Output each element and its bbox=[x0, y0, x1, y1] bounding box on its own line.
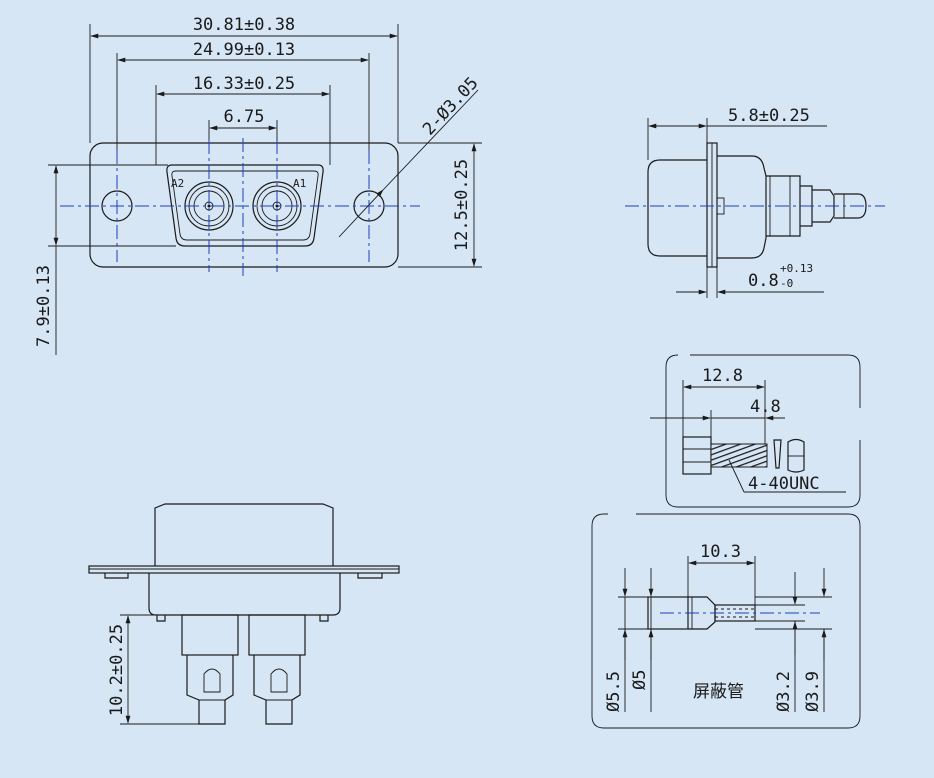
dim-holes: 2-Ø3.05 bbox=[419, 73, 482, 139]
pin-right bbox=[253, 655, 301, 725]
front-shell-side bbox=[647, 159, 707, 257]
dim-shell-width: 16.33±0.25 bbox=[193, 74, 295, 94]
front-view: A2 A1 30.81±0.38 24.99±0.13 16.33±0.25 6… bbox=[34, 15, 483, 355]
pin-left bbox=[186, 655, 234, 725]
dim-flange-thickness: 0.8 bbox=[748, 271, 779, 291]
side-view: 5.8±0.25 0.8 +0.13 -0 bbox=[625, 106, 885, 298]
bottom-view: 10.2±0.25 bbox=[88, 503, 400, 725]
label-shield-tube: 屏蔽管 bbox=[693, 682, 744, 702]
screw-detail: 12.8 4.8 4-40UNC bbox=[650, 354, 861, 508]
dim-sleeve-od-left: Ø5.5 bbox=[604, 671, 624, 712]
detail-frame-sleeve bbox=[591, 513, 861, 729]
d-shell bbox=[166, 164, 324, 247]
dim-screw-length: 12.8 bbox=[702, 366, 743, 386]
screw-head bbox=[682, 436, 712, 475]
dim-overall-height: 12.5±0.25 bbox=[452, 159, 472, 251]
dim-front-depth: 5.8±0.25 bbox=[728, 106, 810, 126]
dim-sleeve-length: 10.3 bbox=[700, 542, 741, 562]
screw-thread bbox=[710, 443, 768, 468]
dim-flange-tol-plus: +0.13 bbox=[780, 262, 813, 275]
label-a1: A1 bbox=[293, 177, 306, 190]
dim-pin-length: 10.2±0.25 bbox=[107, 624, 127, 716]
dim-contact-pitch: 6.75 bbox=[224, 107, 265, 127]
dim-hole-spacing: 24.99±0.13 bbox=[193, 40, 295, 60]
lock-washer bbox=[773, 439, 782, 469]
pin-block-right bbox=[248, 614, 306, 656]
flange-outline bbox=[89, 142, 399, 268]
dim-overall-width: 30.81±0.38 bbox=[193, 15, 295, 35]
hex-nut bbox=[787, 438, 805, 473]
pin-block-left bbox=[181, 614, 239, 656]
shell-top-side bbox=[154, 503, 334, 566]
dim-screw-head: 4.8 bbox=[750, 397, 781, 417]
dim-sleeve-id-left: Ø5 bbox=[630, 670, 650, 690]
rear-body bbox=[717, 155, 767, 259]
label-thread: 4-40UNC bbox=[748, 474, 820, 494]
sleeve-detail: 10.3 Ø5.5 Ø5 屏蔽管 Ø3.2 Ø3.9 bbox=[591, 513, 861, 729]
dim-flange-tol-minus: -0 bbox=[780, 277, 793, 290]
dim-shell-height: 7.9±0.13 bbox=[34, 265, 54, 347]
dim-sleeve-id-right: Ø3.2 bbox=[774, 671, 794, 712]
body-bottom bbox=[148, 573, 341, 616]
detail-frame-screw bbox=[665, 354, 861, 508]
label-a2: A2 bbox=[171, 177, 184, 190]
dim-sleeve-od-right: Ø3.9 bbox=[803, 671, 823, 712]
flange-bottom bbox=[88, 565, 400, 574]
